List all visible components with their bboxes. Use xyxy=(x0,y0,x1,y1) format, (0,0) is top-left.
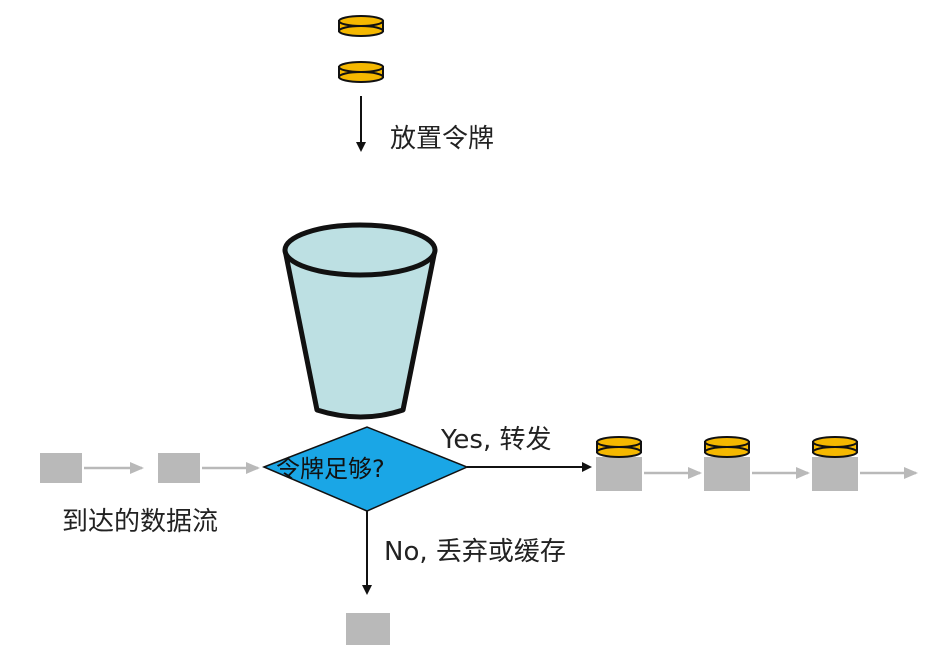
incoming-token-1 xyxy=(338,15,384,37)
arriving-flow-label: 到达的数据流 xyxy=(62,507,218,537)
arriving-packet-1 xyxy=(40,453,82,483)
token-bucket xyxy=(282,222,438,420)
forwarded-packet-1 xyxy=(596,436,642,491)
forwarded-packet-3 xyxy=(812,436,858,491)
arriving-packet-2 xyxy=(158,453,200,483)
dropped-packet xyxy=(346,613,390,645)
no-label: No, 丢弃或缓存 xyxy=(384,537,566,567)
decision-label: 令牌足够? xyxy=(276,455,385,483)
yes-label: Yes, 转发 xyxy=(440,425,552,455)
put-tokens-label: 放置令牌 xyxy=(390,124,494,154)
forwarded-packet-2 xyxy=(704,436,750,491)
incoming-token-2 xyxy=(338,61,384,83)
